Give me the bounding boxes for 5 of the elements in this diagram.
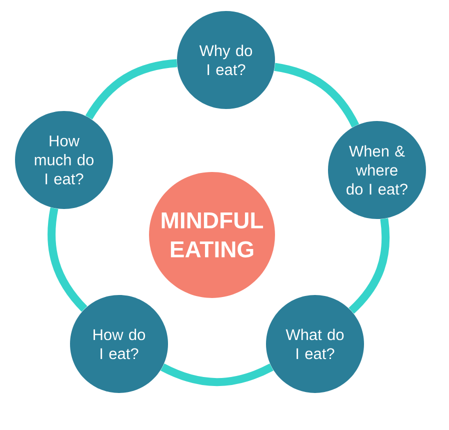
ring-segment <box>48 208 88 312</box>
ring-segment <box>348 218 390 314</box>
ring-segment <box>274 62 360 128</box>
ring-segment <box>85 59 178 120</box>
ring-segment <box>160 364 274 386</box>
